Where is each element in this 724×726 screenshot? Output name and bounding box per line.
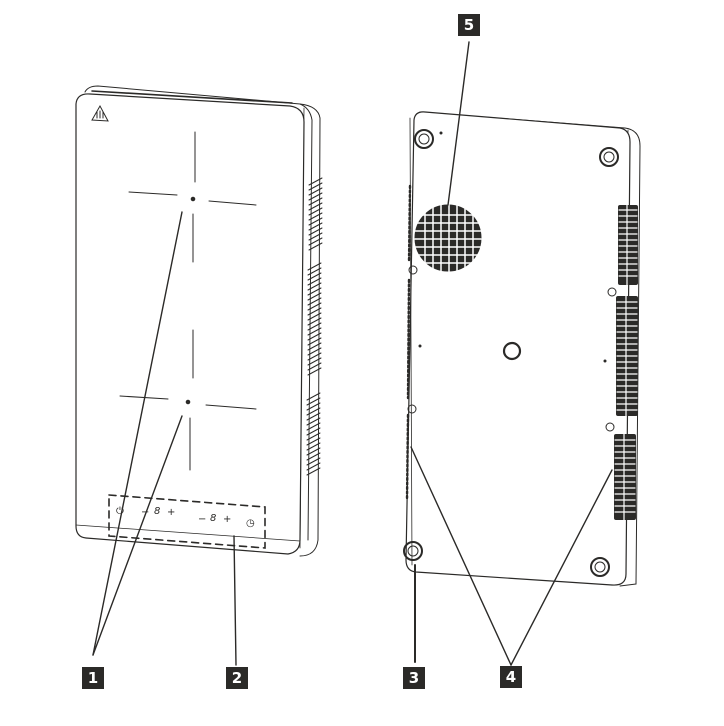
callout-1: 1: [82, 667, 104, 689]
timer-button[interactable]: ◷: [246, 518, 255, 529]
zone1-display: 8: [154, 506, 161, 517]
cooking-zone-2-center: [185, 399, 191, 405]
cooking-zone-2-marks: [119, 329, 257, 471]
callout-5: 5: [458, 14, 480, 36]
cooktop-top-view: [75, 85, 323, 557]
fan-grille-icon: [414, 204, 482, 273]
zone2-display: 8: [210, 513, 217, 524]
callout-2: 2: [226, 667, 248, 689]
cooking-zone-1-center: [190, 196, 196, 202]
left-vent-holes-icon: [405, 184, 412, 502]
zone1-minus-button[interactable]: −: [141, 507, 150, 518]
power-button[interactable]: ⏻: [116, 506, 124, 517]
side-vent-slots-icon: [306, 177, 323, 476]
zone2-plus-button[interactable]: +: [223, 514, 232, 525]
callout-3: 3: [403, 667, 425, 689]
rubber-foot-icon: [403, 129, 619, 577]
zone1-plus-button[interactable]: +: [167, 507, 176, 518]
control-panel: ⏻ − 8 + − 8 + ◷: [112, 500, 262, 540]
zone2-minus-button[interactable]: −: [198, 514, 207, 525]
cooking-zone-1-marks: [128, 131, 257, 263]
leader-lines: [92, 41, 613, 666]
center-boss-icon: [502, 341, 522, 361]
control-panel-outline: [108, 494, 266, 549]
hot-surface-warning-icon: [91, 104, 109, 122]
cooktop-bottom-view: [403, 111, 641, 587]
callout-4: 4: [500, 666, 522, 688]
